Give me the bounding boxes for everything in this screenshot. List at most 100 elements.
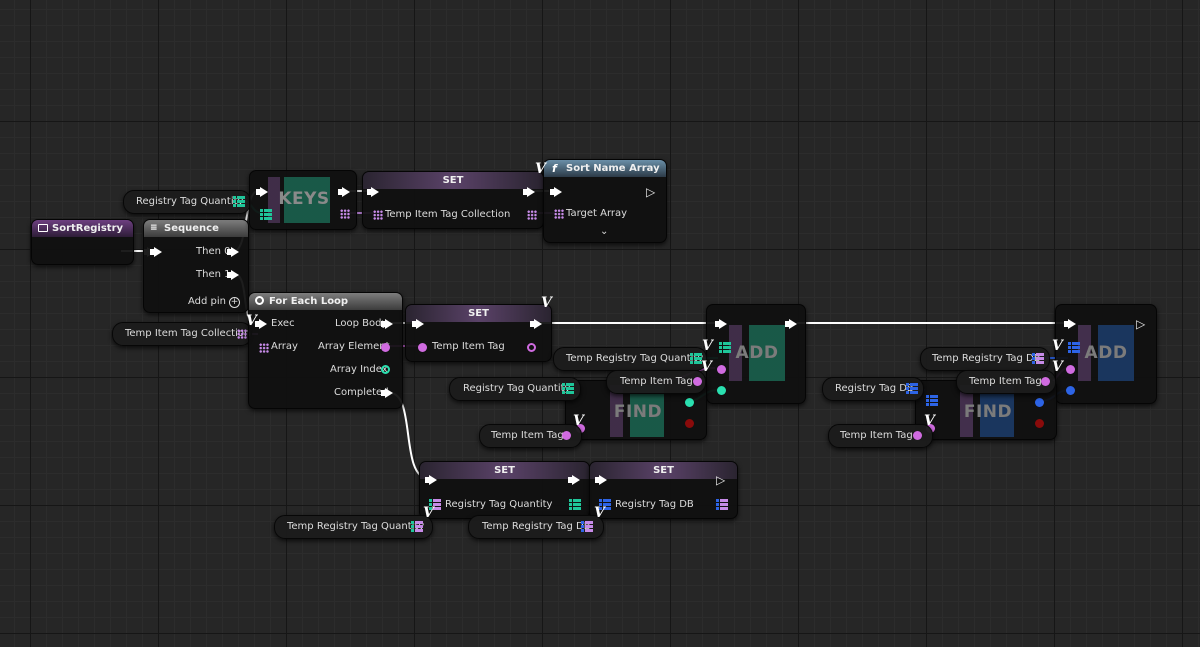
map-pin-icon[interactable] <box>690 353 702 365</box>
keys-exec-out[interactable] <box>338 187 350 197</box>
sequence-node[interactable]: ≡ Sequence Then 0 Then 1 Add pin + <box>143 219 249 313</box>
var-temp-item-tag[interactable]: Temp Item Tag <box>606 370 706 394</box>
add-exec-out[interactable] <box>785 319 797 329</box>
add-value-pin[interactable] <box>1066 386 1075 395</box>
event-node-sortregistry[interactable]: SortRegistry <box>31 219 155 265</box>
find-value-out-pin[interactable] <box>1035 398 1044 407</box>
add-value-pin[interactable] <box>717 386 726 395</box>
add-key-pin[interactable] <box>1066 365 1075 374</box>
set-pin-label: Registry Tag DB <box>615 499 694 510</box>
sort-array-in-pin[interactable] <box>554 209 564 219</box>
add-map-in-pin[interactable] <box>1068 342 1080 354</box>
add-exec-in[interactable] <box>715 319 727 329</box>
foreach-exec-in[interactable] <box>255 319 267 329</box>
set-node-header: SET <box>363 172 543 189</box>
variable-get-icon: V <box>573 413 584 429</box>
sort-exec-in[interactable] <box>550 187 562 197</box>
var-temp-registry-tag-quantity-set[interactable]: Temp Registry Tag Quantity <box>274 515 433 539</box>
map-pin-icon[interactable] <box>562 383 574 395</box>
var-temp-registry-tag-quantity[interactable]: Temp Registry Tag Quantity <box>553 347 707 371</box>
set-exec-in[interactable] <box>425 475 437 485</box>
foreach-array-in[interactable] <box>259 343 269 353</box>
set-exec-out[interactable] <box>523 187 535 197</box>
event-node-title: SortRegistry <box>52 223 124 234</box>
foreach-element-pin[interactable] <box>381 343 390 352</box>
set-node-temp-item-tag-collection[interactable]: SET Temp Item Tag Collection <box>362 171 544 229</box>
add-map-in-pin[interactable] <box>719 342 731 354</box>
variable-get-icon: V <box>702 338 713 354</box>
set-node-registry-tag-db[interactable]: SET ▷ Registry Tag DB <box>589 461 738 519</box>
foreach-loopbody-pin[interactable] <box>381 319 393 329</box>
find-bool-out-pin[interactable] <box>1035 419 1044 428</box>
keys-map-in-pin[interactable] <box>260 209 272 221</box>
set-string-in-pin[interactable] <box>418 343 427 352</box>
string-pin[interactable] <box>913 431 922 440</box>
event-node-header: SortRegistry <box>32 220 133 237</box>
map-pin-icon[interactable] <box>233 196 245 208</box>
map-pin-icon[interactable] <box>581 521 593 533</box>
set-exec-out[interactable] <box>530 319 542 329</box>
add-node-quantity[interactable]: ADD <box>706 304 806 404</box>
keys-array-out-pin[interactable] <box>340 209 350 219</box>
set-map-out-pin[interactable] <box>569 499 581 511</box>
sort-name-array-node[interactable]: f Sort Name Array ▷ Target Array ⌄ <box>543 159 667 243</box>
set-node-temp-item-tag[interactable]: SET Temp Item Tag <box>405 304 552 362</box>
var-temp-item-tag-find-db[interactable]: Temp Item Tag <box>828 424 933 448</box>
find-bool-out-pin[interactable] <box>685 419 694 428</box>
find-value-out-pin[interactable] <box>685 398 694 407</box>
add-key-pin[interactable] <box>717 365 726 374</box>
add-deco <box>729 325 785 381</box>
sequence-exec-in-pin[interactable] <box>150 247 162 257</box>
find-node-quantity[interactable]: FIND <box>565 380 707 440</box>
map-pin-icon[interactable] <box>906 383 918 395</box>
set-exec-out[interactable] <box>568 475 580 485</box>
keys-node[interactable]: KEYS <box>249 170 357 230</box>
sequence-then1-pin[interactable] <box>227 270 239 280</box>
var-label: Temp Item Tag <box>491 430 564 441</box>
var-temp-item-tag-add-db[interactable]: Temp Item Tag <box>956 370 1056 394</box>
add-deco <box>1078 325 1134 381</box>
keys-exec-in[interactable] <box>256 187 268 197</box>
set-map-out-pin[interactable] <box>716 499 728 511</box>
for-each-loop-node[interactable]: For Each Loop Exec Array Loop Body Array… <box>248 292 403 409</box>
sequence-icon: ≡ <box>150 223 158 233</box>
add-pin-icon[interactable]: + <box>229 297 240 308</box>
var-temp-item-tag-collection[interactable]: Temp Item Tag Collection <box>112 322 252 346</box>
var-registry-tag-quantity[interactable]: Registry Tag Quantity <box>123 190 251 214</box>
find-title: FIND <box>613 402 663 422</box>
set-exec-in[interactable] <box>367 187 379 197</box>
set-map-in-pin[interactable] <box>599 499 611 511</box>
set-node-registry-tag-quantity[interactable]: SET Registry Tag Quantity <box>419 461 590 519</box>
var-registry-tag-quantity-find[interactable]: Registry Tag Quantity <box>449 377 581 401</box>
add-exec-out-outline: ▷ <box>1136 317 1146 331</box>
add-exec-in[interactable] <box>1064 319 1076 329</box>
set-exec-in[interactable] <box>595 475 607 485</box>
var-temp-item-tag-find[interactable]: Temp Item Tag <box>479 424 582 448</box>
var-label: Temp Item Tag <box>969 376 1042 387</box>
find-map-in-pin[interactable] <box>926 395 938 407</box>
set-map-in-pin[interactable] <box>429 499 441 511</box>
foreach-completed-pin[interactable] <box>381 388 393 398</box>
string-pin[interactable] <box>562 431 571 440</box>
set-string-out-pin[interactable] <box>527 343 536 352</box>
sequence-add-pin-label[interactable]: Add pin <box>188 296 227 307</box>
map-pin-icon[interactable] <box>1032 353 1044 365</box>
add-node-db[interactable]: ADD ▷ <box>1055 304 1157 404</box>
chevron-down-icon[interactable]: ⌄ <box>600 226 609 237</box>
var-label: Temp Registry Tag DB <box>932 353 1041 364</box>
variable-get-icon: V <box>594 505 605 521</box>
foreach-index-pin[interactable] <box>381 365 390 374</box>
set-exec-in[interactable] <box>412 319 424 329</box>
add-title: ADD <box>735 343 779 363</box>
sequence-then0-pin[interactable] <box>227 247 239 257</box>
string-pin[interactable] <box>1041 377 1050 386</box>
var-registry-tag-db[interactable]: Registry Tag DB <box>822 377 924 401</box>
set-array-in-pin[interactable] <box>373 210 383 220</box>
var-temp-registry-tag-db[interactable]: Temp Registry Tag DB <box>920 347 1050 371</box>
map-pin-icon[interactable] <box>411 521 423 533</box>
string-pin[interactable] <box>693 377 702 386</box>
array-pin[interactable] <box>237 329 247 339</box>
var-temp-registry-tag-db-set[interactable]: Temp Registry Tag DB <box>468 515 604 539</box>
set-pin-label: Temp Item Tag <box>432 341 505 352</box>
set-array-out-pin[interactable] <box>527 210 537 220</box>
